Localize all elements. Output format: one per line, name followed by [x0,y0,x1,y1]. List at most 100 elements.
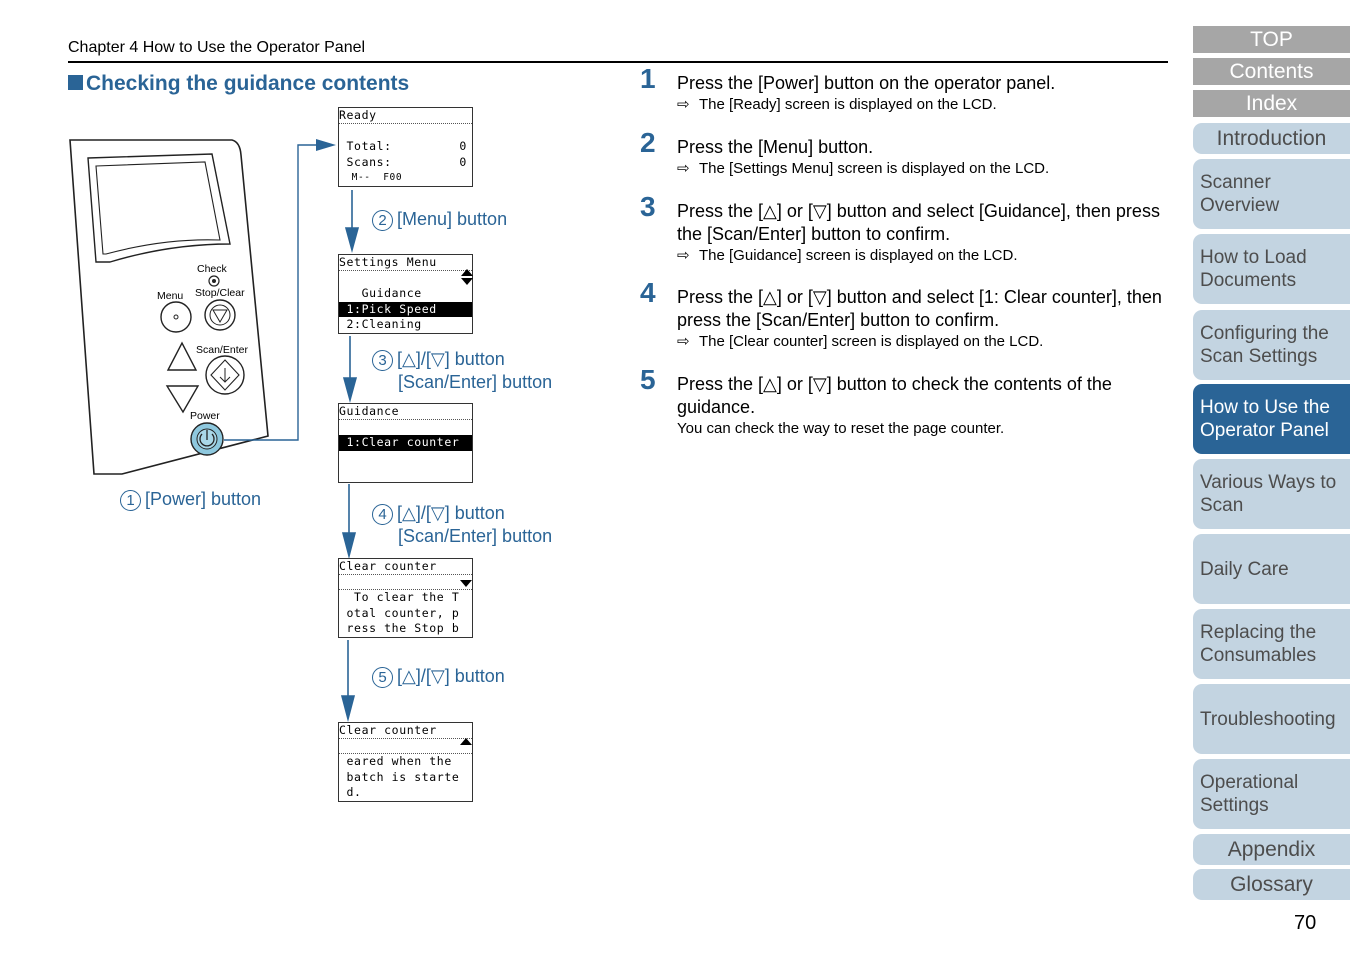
lcd-screen-guidance: Guidance 1:Clear counter [338,403,473,483]
lcd-line: Clear counter [339,723,472,739]
sidebar-item-operational-settings[interactable]: Operational Settings [1193,759,1350,829]
up-button-shape [166,341,198,371]
callout-4: 4[△]/[▽] button [Scan/Enter] button [372,502,552,547]
lcd-line: 2:Cleaning [339,317,422,331]
operator-panel-figure: Check Menu Stop/Clear Scan/Enter Power R… [0,0,620,954]
step-result: The [Ready] screen is displayed on the L… [699,96,997,113]
step-number: 5 [640,364,656,395]
lcd-screen-clear-counter-2: Clear counter eared when the batch is st… [338,722,473,802]
lcd-line: batch is starte [339,769,460,784]
callout-2: 2[Menu] button [372,208,507,231]
lcd-line: Settings Menu [339,255,472,271]
scroll-down-icon [461,278,473,285]
sidebar-item-various-ways-to-scan[interactable]: Various Ways to Scan [1193,459,1350,529]
scroll-up-icon [460,738,472,745]
lcd-line [339,575,472,590]
step-number: 2 [640,127,656,158]
lcd-line: eared when the [339,754,452,768]
step-text: Press the [△] or [▽] button and select [… [677,287,1162,330]
lcd-line-selected: 1:Clear counter [339,435,472,451]
sidebar-item-label: How to Load Documents [1200,247,1307,291]
step-text: Press the [Power] button on the operator… [677,73,1056,93]
menu-button-shape [160,301,192,333]
sidebar-item-label: Scanner Overview [1200,172,1280,216]
sidebar-item-glossary[interactable]: Glossary [1193,869,1350,900]
stop-clear-button-shape [204,299,236,331]
panel-label-stop-clear: Stop/Clear [195,287,245,299]
nav-index-link[interactable]: Index [1193,90,1350,117]
panel-label-check: Check [197,263,227,275]
lcd-line: M-- F00 [339,172,403,183]
lcd-line: Scans: 0 [339,154,467,169]
panel-label-scan-enter: Scan/Enter [196,344,248,356]
header-rule [68,61,1168,63]
callout-number: 5 [372,667,393,688]
lcd-line: d. [339,785,362,799]
down-button-shape [165,385,200,414]
callout-number: 3 [372,350,393,371]
lcd-line: Guidance [339,404,472,420]
sidebar-item-scanner-overview[interactable]: Scanner Overview [1193,159,1350,229]
step-result: The [Clear counter] screen is displayed … [699,333,1044,350]
flow-arrows [340,190,360,723]
step-note: You can check the way to reset the page … [677,420,1005,437]
lcd-line: Clear counter [339,559,472,575]
section-title: Checking the guidance contents [68,72,409,96]
callout-3: 3[△]/[▽] button [Scan/Enter] button [372,348,552,393]
sidebar-item-label: Operational Settings [1200,772,1299,816]
scroll-up-icon [461,269,473,276]
lcd-line: Guidance [339,286,422,300]
step-result: The [Guidance] screen is displayed on th… [699,247,1018,264]
sidebar-item-operator-panel[interactable]: How to Use the Operator Panel [1193,384,1350,454]
result-arrow-icon: ⇨ [677,333,690,350]
callout-text: [Power] button [145,489,262,509]
lcd-scroll-indicators [460,269,473,745]
result-arrow-icon: ⇨ [677,96,690,113]
callout-text: [△]/[▽] button [397,666,505,686]
lcd-line: otal counter, p [339,605,460,620]
step-text: Press the [Menu] button. [677,137,874,157]
sidebar-item-label: Configuring the Scan Settings [1200,323,1329,367]
callout-1: 1[Power] button [120,488,261,511]
nav-contents-link[interactable]: Contents [1193,58,1350,85]
lcd-line: Ready [339,108,472,124]
sidebar-item-configuring-scan-settings[interactable]: Configuring the Scan Settings [1193,310,1350,380]
section-title-text: Checking the guidance contents [86,72,410,95]
sidebar-item-replacing-consumables[interactable]: Replacing the Consumables [1193,609,1350,679]
bullet-square-icon [68,75,83,90]
sidebar-item-label: How to Use the Operator Panel [1200,397,1330,441]
callout-text: [Scan/Enter] button [398,372,553,392]
lcd-line [339,739,472,754]
page-number: 70 [1294,912,1317,934]
callout-number: 2 [372,210,393,231]
sidebar-item-label: Troubleshooting [1200,708,1336,730]
sidebar-item-daily-care[interactable]: Daily Care [1193,534,1350,604]
lcd-screen-ready: Ready Total: 0 Scans: 0 M-- F00 [338,107,473,187]
callout-text: [△]/[▽] button [397,349,505,369]
sidebar-item-appendix[interactable]: Appendix [1193,834,1350,865]
step-number: 3 [640,191,656,222]
step-result: The [Settings Menu] screen is displayed … [699,160,1050,177]
scroll-down-icon [460,580,472,587]
panel-label-menu: Menu [157,290,184,302]
lcd-line: To clear the T [339,590,460,604]
step-number: 1 [640,63,656,94]
sidebar-item-how-to-load-documents[interactable]: How to Load Documents [1193,234,1350,304]
panel-label-power: Power [190,410,220,422]
result-arrow-icon: ⇨ [677,160,690,177]
callout-number: 4 [372,504,393,525]
figure-drawing [69,139,360,723]
result-arrow-icon: ⇨ [677,247,690,264]
lcd-screen-settings-menu: Settings Menu Guidance 1:Pick Speed 2:Cl… [338,254,473,334]
callout-text: [Scan/Enter] button [398,526,553,546]
callout-5: 5[△]/[▽] button [372,665,505,688]
nav-top-link[interactable]: TOP [1193,26,1350,53]
lcd-line: Total: 0 [339,139,467,153]
sidebar-item-label: Various Ways to Scan [1200,472,1337,516]
callout-number: 1 [120,490,141,511]
lcd-screen-clear-counter-1: Clear counter To clear the T otal counte… [338,558,473,638]
step-text: Press the [△] or [▽] button to check the… [677,374,1112,417]
sidebar-item-introduction[interactable]: Introduction [1193,123,1350,154]
sidebar-item-troubleshooting[interactable]: Troubleshooting [1193,684,1350,754]
power-connector-line [224,144,318,441]
